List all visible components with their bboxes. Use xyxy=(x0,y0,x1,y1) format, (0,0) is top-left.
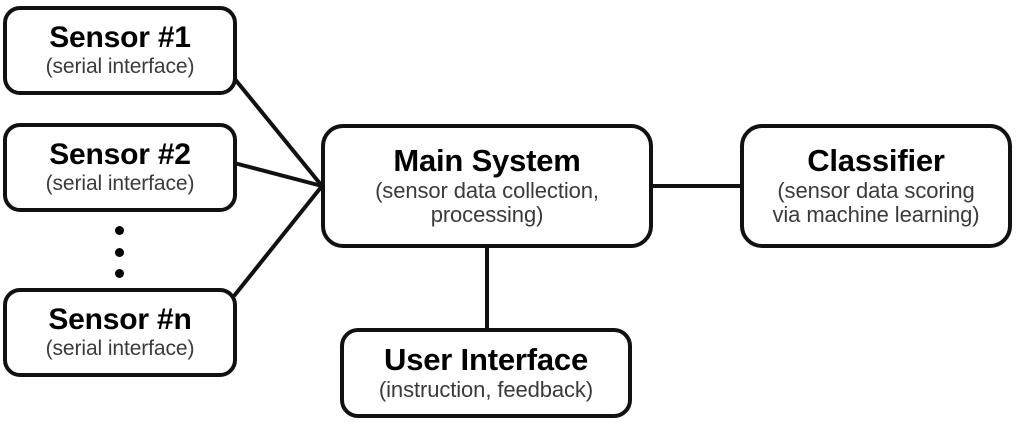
node-classifier-subtitle-line-1: (sensor data scoring xyxy=(777,178,975,204)
node-user-interface[interactable]: User Interface (instruction, feedback) xyxy=(340,328,632,418)
node-sensor-n-title: Sensor #n xyxy=(48,303,192,337)
node-sensor-n-subtitle: (serial interface) xyxy=(45,336,195,360)
node-sensor-n[interactable]: Sensor #n (serial interface) xyxy=(3,288,237,377)
node-sensor-2[interactable]: Sensor #2 (serial interface) xyxy=(3,123,237,212)
node-main-system-subtitle-line-2: processing) xyxy=(430,202,544,228)
node-classifier-subtitle-line-2: via machine learning) xyxy=(772,202,980,228)
node-classifier[interactable]: Classifier (sensor data scoring via mach… xyxy=(740,124,1012,248)
node-main-system-subtitle-line-1: (sensor data collection, xyxy=(375,178,599,204)
node-main-system[interactable]: Main System (sensor data collection, pro… xyxy=(321,124,653,248)
node-sensor-1-subtitle: (serial interface) xyxy=(45,54,195,78)
node-sensor-2-subtitle: (serial interface) xyxy=(45,171,195,195)
edge-sensor-2-to-main-system xyxy=(233,161,323,188)
ellipsis-dot xyxy=(114,247,124,257)
ellipsis-dot xyxy=(114,269,124,278)
node-sensor-1[interactable]: Sensor #1 (serial interface) xyxy=(3,6,237,95)
node-user-interface-title: User Interface xyxy=(384,342,588,378)
vertical-ellipsis-icon xyxy=(107,226,131,278)
edge-sensor-1-to-main-system xyxy=(232,76,324,188)
ellipsis-dot xyxy=(114,226,124,235)
node-user-interface-subtitle: (instruction, feedback) xyxy=(378,376,594,402)
node-sensor-2-title: Sensor #2 xyxy=(49,138,191,172)
node-sensor-1-title: Sensor #1 xyxy=(49,21,191,55)
node-main-system-title: Main System xyxy=(393,142,581,178)
edge-sensor-n-to-main-system xyxy=(232,184,324,298)
node-classifier-title: Classifier xyxy=(807,142,945,178)
